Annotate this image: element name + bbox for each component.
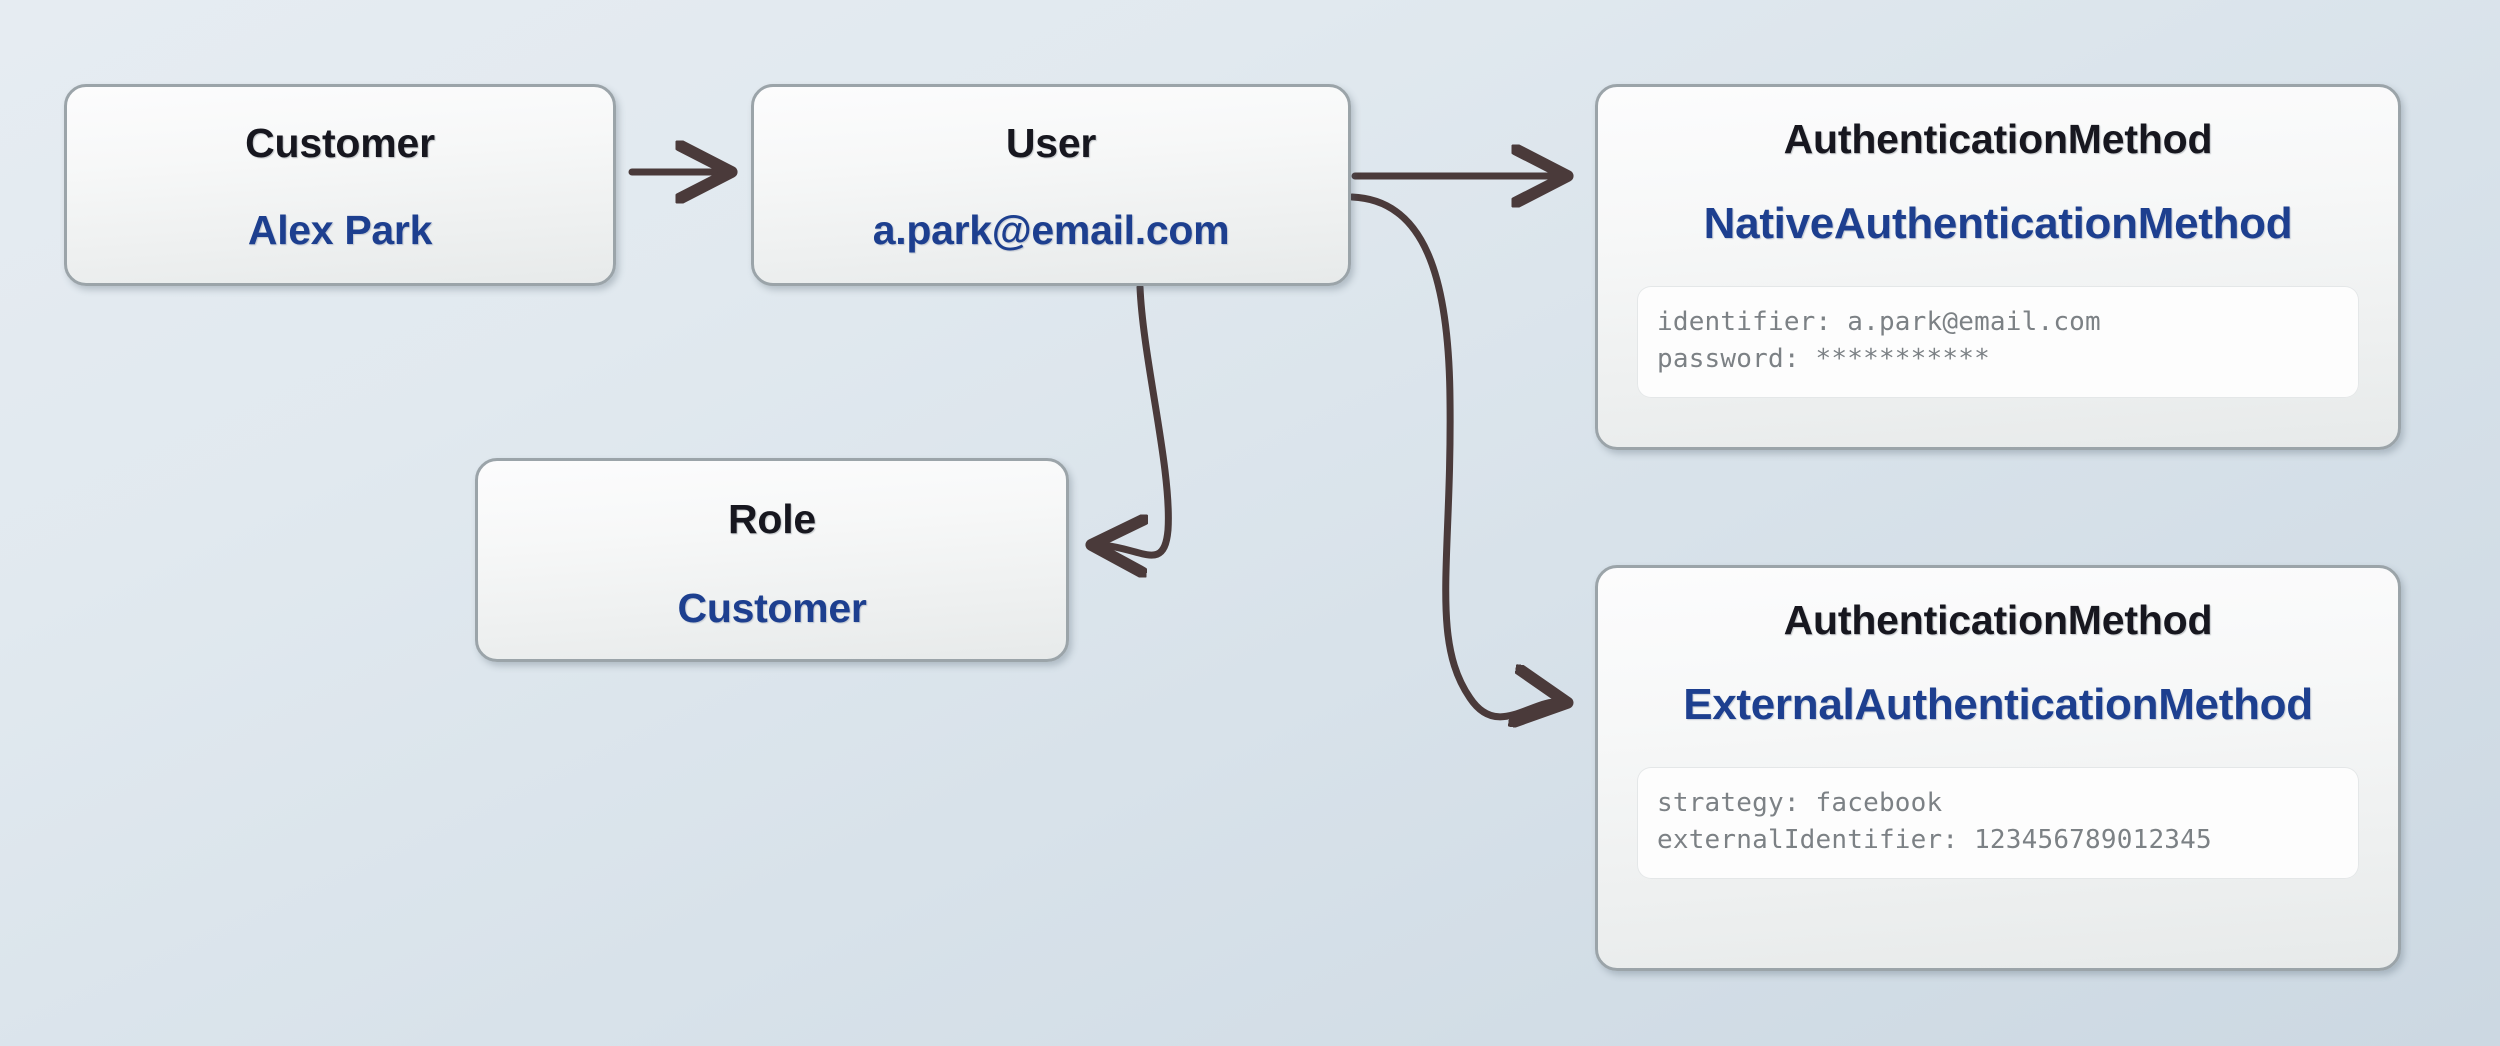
auth-native-detail-panel: identifier: a.park@email.com password: *… [1637,286,2359,398]
auth-external-detail-external-identifier: externalIdentifier: 123456789012345 [1657,824,2212,855]
node-auth-external-value: ExternalAuthenticationMethod [1683,680,2313,729]
node-auth-external-type: AuthenticationMethod [1783,597,2213,643]
node-role-value: Customer [677,585,867,631]
edge-user-to-auth-external [1348,193,1562,717]
node-role-type: Role [727,496,817,542]
auth-native-detail-identifier: identifier: a.park@email.com [1657,307,2101,337]
node-authentication-method-external[interactable]: AuthenticationMethod ExternalAuthenticat… [1595,565,2401,971]
node-user-value: a.park@email.com [872,207,1230,253]
node-auth-native-type: AuthenticationMethod [1783,116,2213,162]
node-user-type: User [1005,120,1097,166]
edge-user-to-role [1097,283,1172,555]
node-user[interactable]: User a.park@email.com [751,84,1351,286]
node-authentication-method-native[interactable]: AuthenticationMethod NativeAuthenticatio… [1595,84,2401,450]
node-auth-native-value: NativeAuthenticationMethod [1703,199,2293,248]
node-customer-type: Customer [245,120,435,166]
node-customer[interactable]: Customer Alex Park [64,84,616,286]
node-customer-value: Alex Park [247,207,433,253]
auth-external-detail-panel: strategy: facebook externalIdentifier: 1… [1637,767,2359,879]
node-role[interactable]: Role Customer [475,458,1069,662]
auth-native-detail-password: password: *********** [1657,343,1990,374]
auth-external-detail-strategy: strategy: facebook [1657,788,1943,818]
